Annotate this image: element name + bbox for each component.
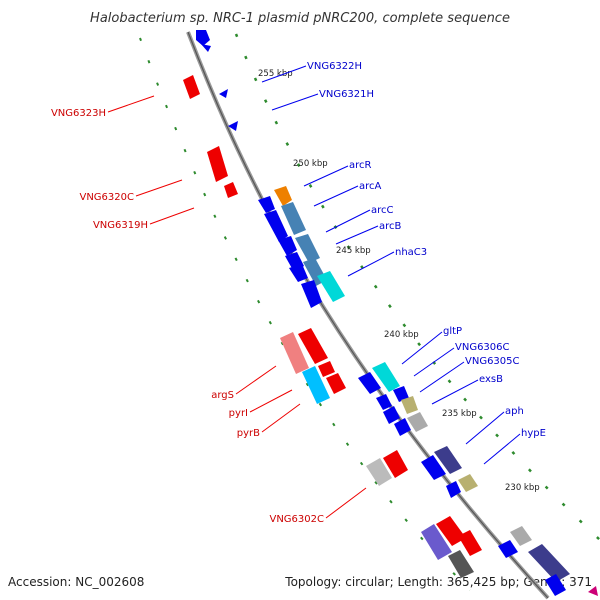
gene-feature [228, 121, 238, 131]
gene-label: VNG6319H [93, 220, 148, 231]
kbp-ruler: 255 kbp 250 kbp 245 kbp 240 kbp 235 kbp … [258, 69, 540, 493]
gene-feature [372, 362, 400, 392]
gene-feature [295, 234, 320, 263]
gene-feature [446, 481, 461, 498]
gene-feature [258, 196, 275, 213]
gene-feature [358, 372, 381, 394]
gene-feature [436, 516, 466, 546]
gene-feature [383, 450, 408, 478]
gene-label: VNG6323H [51, 108, 106, 119]
gene-feature [376, 394, 392, 410]
gene-feature [301, 280, 322, 308]
gene-feature [421, 524, 452, 560]
kbp-label: 235 kbp [442, 409, 477, 419]
gene-labels-right: VNG6322H VNG6321H arcR arcA arcC arcB nh… [307, 61, 546, 439]
gene-feature [289, 264, 308, 282]
gene-label: pyrB [237, 428, 260, 439]
gene-feature [366, 458, 392, 486]
kbp-label: 230 kbp [505, 483, 540, 493]
gene-label: nhaC3 [395, 247, 427, 258]
gene-label: VNG6305C [465, 356, 520, 367]
gene-label: arcB [379, 221, 402, 232]
gene-label: arcC [371, 205, 394, 216]
corner-marker-icon [588, 586, 598, 596]
gene-feature [264, 210, 288, 242]
forward-features [196, 30, 570, 596]
sequence-backbone-edge [187, 31, 549, 599]
gene-feature [278, 236, 297, 256]
gene-label: pyrI [229, 408, 248, 419]
gene-feature [274, 186, 292, 206]
gene-feature [421, 455, 446, 480]
topology-text: Topology: circular; Length: 365,425 bp; … [284, 575, 592, 589]
gene-feature [401, 396, 418, 414]
gene-label: VNG6306C [455, 342, 510, 353]
gene-feature [448, 550, 474, 578]
kbp-label: 255 kbp [258, 69, 293, 79]
gene-label: exsB [479, 374, 503, 385]
gene-feature [318, 361, 335, 377]
gene-feature [317, 271, 345, 302]
kbp-label: 250 kbp [293, 159, 328, 169]
gene-feature [510, 526, 532, 546]
gene-feature [458, 474, 478, 492]
accession-text: Accession: NC_002608 [8, 575, 144, 589]
left-leaders [107, 95, 367, 519]
gene-feature [434, 446, 462, 474]
gene-label: VNG6321H [319, 89, 374, 100]
gene-label: arcR [349, 160, 372, 171]
gene-feature [196, 30, 210, 46]
gene-feature [280, 332, 309, 374]
gene-feature [383, 406, 400, 424]
gene-labels-left: VNG6323H VNG6320C VNG6319H argS pyrI pyr… [51, 108, 324, 525]
gene-feature [458, 530, 482, 556]
gene-feature [302, 366, 330, 404]
gene-feature [545, 574, 566, 596]
gene-feature [528, 544, 570, 582]
right-leaders [261, 65, 521, 465]
gene-feature [298, 328, 328, 364]
tick-rows [139, 33, 600, 591]
gene-feature [224, 182, 238, 198]
gene-label: VNG6302C [269, 514, 324, 525]
gene-feature [326, 373, 346, 394]
gene-label: hypE [521, 428, 546, 439]
gene-feature [219, 89, 228, 98]
gene-label: argS [211, 390, 234, 401]
gene-label: VNG6320C [79, 192, 134, 203]
gene-label: aph [505, 406, 524, 417]
gene-feature [407, 412, 428, 432]
gene-feature [394, 418, 411, 436]
tick-row-outer [234, 33, 600, 541]
gene-feature [207, 146, 228, 182]
sequence-backbone [186, 31, 550, 600]
tick-row-inner [139, 37, 471, 591]
kbp-label: 245 kbp [336, 246, 371, 256]
gene-label: gltP [443, 326, 462, 337]
gene-label: arcA [359, 181, 382, 192]
gene-feature [183, 75, 200, 99]
gene-feature [281, 202, 306, 235]
gene-label: VNG6322H [307, 61, 362, 72]
gene-feature [393, 386, 409, 402]
map-title: Halobacterium sp. NRC-1 plasmid pNRC200,… [90, 11, 510, 26]
kbp-label: 240 kbp [384, 330, 419, 340]
gene-feature [201, 44, 211, 52]
gene-feature [498, 540, 518, 558]
reverse-features [183, 75, 482, 578]
